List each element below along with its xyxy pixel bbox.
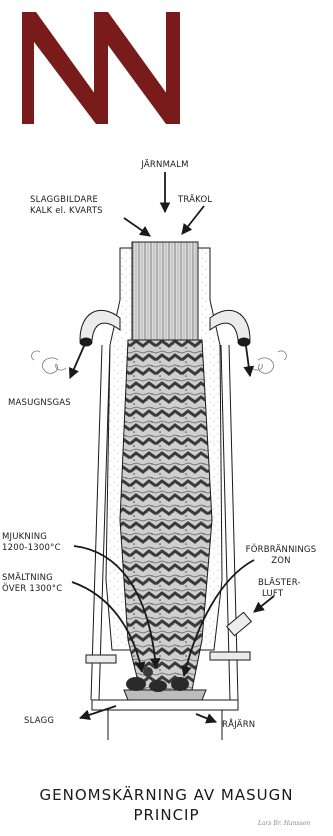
artist-signature: Lars Br. Hansson bbox=[258, 820, 310, 827]
label-blasterluft-line1: BLÄSTER- bbox=[258, 578, 301, 588]
arrow-trakol bbox=[182, 206, 204, 234]
charge-column bbox=[120, 340, 212, 690]
label-masugnsgas: MASUGNSGAS bbox=[8, 398, 71, 408]
arrow-slaggbildare bbox=[124, 218, 150, 236]
arrow-masugnsgas bbox=[70, 346, 84, 378]
label-smaltning-line1: SMÄLTNING bbox=[2, 573, 53, 583]
label-mjukning-line1: MJUKNING bbox=[2, 532, 47, 542]
label-jarnmalm: JÄRNMALM bbox=[128, 160, 202, 170]
caption-title: GENOMSKÄRNING AV MASUGN bbox=[0, 786, 333, 804]
gas-swirl-right bbox=[252, 351, 286, 373]
arrow-gas-right bbox=[246, 346, 250, 376]
label-trakol: TRÄKOL bbox=[178, 195, 212, 205]
label-slaggbildare-line1: SLAGGBILDARE bbox=[30, 195, 98, 205]
label-forbrannings-line1: FÖRBRÄNNINGS bbox=[236, 545, 326, 555]
arrow-rajarn bbox=[196, 714, 216, 722]
label-mjukning-line2: 1200-1300°C bbox=[2, 543, 61, 553]
gas-swirl-left bbox=[32, 351, 66, 373]
label-slagg: SLAGG bbox=[24, 716, 54, 726]
label-forbrannings-line2: ZON bbox=[236, 556, 326, 566]
label-blasterluft-line2: LUFT bbox=[262, 589, 283, 599]
charging-throat bbox=[132, 242, 198, 340]
label-rajarn: RÅJÄRN bbox=[222, 720, 255, 730]
label-slaggbildare-line2: KALK el. KVARTS bbox=[30, 206, 103, 216]
nn-logo bbox=[22, 12, 180, 124]
tuyere-left bbox=[86, 655, 116, 663]
label-smaltning-line2: ÖVER 1300°C bbox=[2, 584, 62, 594]
